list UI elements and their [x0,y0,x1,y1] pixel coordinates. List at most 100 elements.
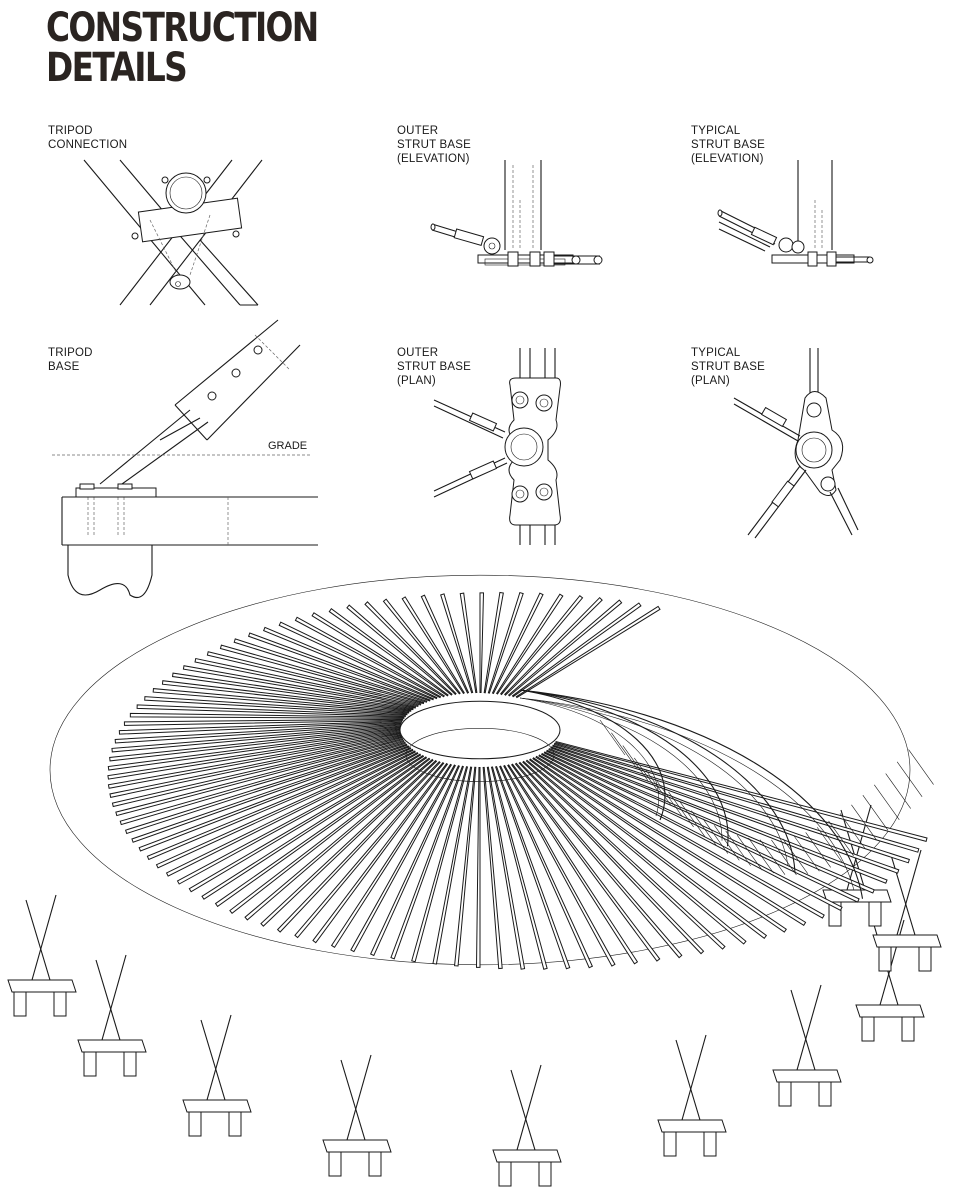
roof-slat [247,632,431,702]
tripod-strut [510,1069,536,1151]
roof-slat [522,760,726,950]
roof-slat [364,601,457,696]
tripod-base-plate [77,1039,147,1053]
tripod-strut [796,984,822,1071]
truss-web [668,791,694,828]
roof-slat [206,651,422,706]
pile [538,1161,552,1187]
roof-slat [229,757,431,914]
tripod-base-plate [322,1139,392,1153]
pavilion-axonometric [7,574,942,1187]
roof-slat [532,757,787,933]
roof-slat [111,724,401,753]
roof-slat [118,720,403,735]
truss-web [611,732,637,769]
roof-slat [129,712,405,719]
roof-slat [550,746,900,874]
pile [878,946,892,972]
truss-web [714,825,740,861]
truss-web [599,719,626,756]
truss-web [736,834,763,871]
roof-slat [515,605,661,699]
grade-label: GRADE [268,440,308,452]
roof-slat [219,644,425,705]
roof-slat [507,599,623,697]
truss-arc [519,689,729,847]
roof-slat [311,612,445,698]
roof-slat [440,593,474,694]
tripod-strut [346,1054,372,1141]
truss-web [656,781,683,817]
roof-slat [350,764,456,953]
tripod-strut [896,849,922,936]
roof-slat [552,744,910,864]
roof-slat [124,741,406,835]
tripod-strut [790,989,816,1071]
tripod-connection-drawing [83,159,263,306]
typical-strut-plan-drawing [733,348,859,539]
pile [328,1151,342,1177]
roof-slat [276,761,441,933]
roof-slat [507,764,639,965]
title-line-2: DETAILS [46,45,188,91]
roof-slat [131,743,408,843]
truss-web [645,769,671,806]
roof-slat [487,591,524,694]
pile [778,1081,792,1107]
truss-web [782,838,809,874]
title-line-1: CONSTRUCTION [46,5,319,51]
roof-slat [504,596,603,696]
roof-slat [482,766,503,970]
truss-web [748,837,774,874]
roof-slat [260,759,438,927]
roof-slat [529,758,768,940]
roof-slat [555,740,928,842]
truss-arc [519,697,723,841]
roof-slat [486,766,526,970]
roof-slat [511,763,661,962]
pile [13,991,27,1017]
truss-arc [519,697,659,817]
roof-slat [420,594,470,694]
roof-slat [479,592,485,694]
truss-web [862,795,889,831]
roof-slat [548,748,888,884]
oculus-ring [399,700,561,760]
roof-slat [454,766,477,967]
roof-slat [382,598,461,695]
roof-slat [171,672,414,711]
truss-web [885,773,911,809]
truss-web [874,784,900,820]
truss-web [908,749,934,785]
roof-slat [201,754,425,900]
truss-web [794,836,820,872]
label-outer-strut-plan: OUTER STRUT BASE (PLAN) [397,347,471,387]
tripod-strut [206,1014,232,1101]
tripod-base-drawing [52,319,318,599]
page-title: CONSTRUCTION DETAILS [46,5,319,91]
label-typical-strut-plan: TYPICAL STRUT BASE (PLAN) [691,347,765,387]
outer-strut-plan-drawing [433,348,561,545]
roof-slat [214,756,428,908]
roof-slat [538,754,825,919]
roof-slat [312,762,449,944]
roof-slat [182,665,417,709]
roof-slat [144,696,408,716]
roof-slat [475,766,481,968]
pile [368,1151,382,1177]
truss-web [828,820,854,857]
roof-slat [123,718,404,726]
truss-web [851,804,877,840]
truss-arc [519,689,864,899]
tripod-base-plate [7,979,77,993]
pile [228,1111,242,1137]
roof-slat [541,752,843,911]
roof-slat [278,621,438,700]
roof-slat [491,592,544,695]
roof-slat [535,755,807,927]
roof-slat [194,657,419,708]
truss-arc [519,697,855,891]
roof-slat [119,739,405,826]
roof-slat [233,638,428,703]
